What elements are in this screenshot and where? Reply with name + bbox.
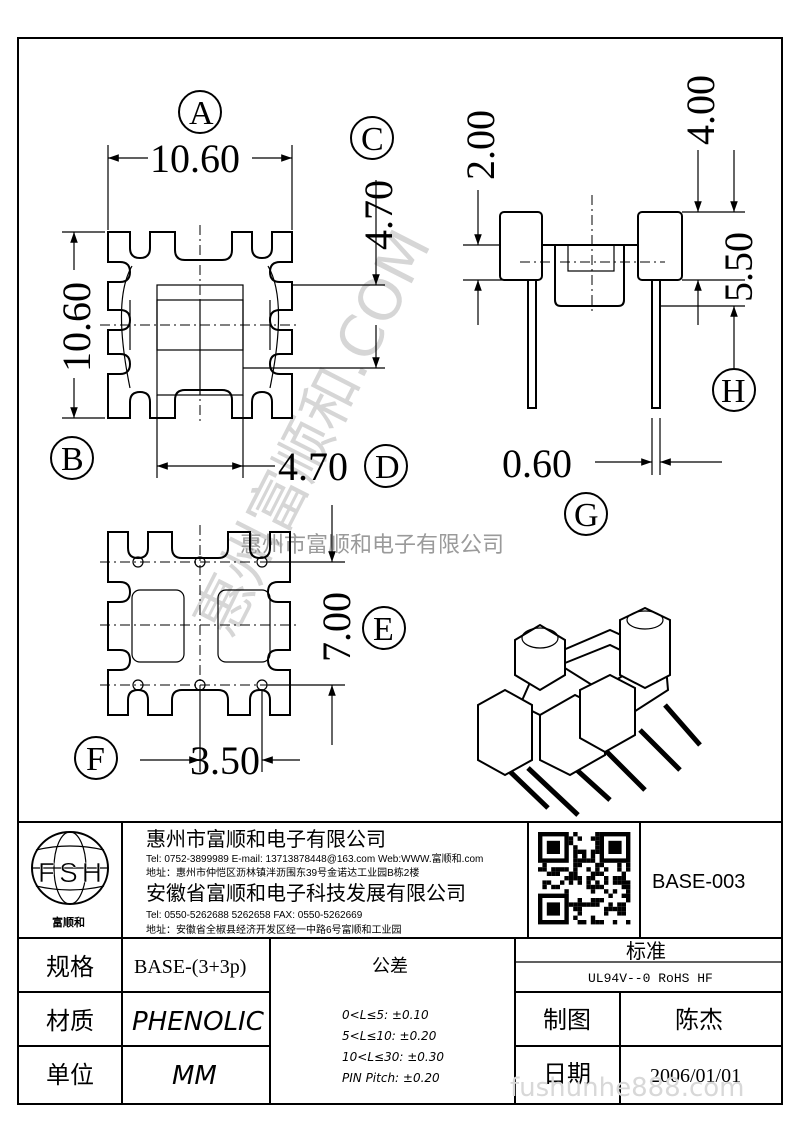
tolerance-2: 5<L≤10: ±0.20: [342, 1029, 437, 1043]
company2-address: 地址：安徽省全椒县经济开发区经一中路6号富顺和工业园: [146, 923, 402, 936]
dim-g: 0.60 G: [502, 418, 722, 536]
tolerance-label: 公差: [372, 956, 408, 977]
company2-contact: Tel: 0550-5262688 5262658 FAX: 0550-5262…: [146, 910, 363, 921]
drawn-value: 陈杰: [675, 1006, 723, 1034]
company2-name: 安徽省富顺和电子科技发展有限公司: [146, 881, 466, 905]
title-block: FSH 富顺和 惠州市富顺和电子有限公司 Tel: 0752-3899989 E…: [18, 821, 782, 1104]
bottom-view: [100, 525, 300, 725]
tolerance-1: 0<L≤5: ±0.10: [342, 1008, 429, 1022]
standard-value: UL94V--0 RoHS HF: [588, 971, 713, 986]
material-value: PHENOLIC: [132, 1007, 265, 1037]
logo-caption: 富顺和: [52, 915, 85, 929]
dim-h2-value: 4.00: [678, 75, 723, 145]
dim-e: 7.00 E: [268, 505, 406, 745]
side-view: [499, 195, 683, 409]
dim-b-value: 10.60: [54, 282, 99, 372]
standard-label: 标准: [626, 939, 666, 963]
dim-d-value: 4.70: [278, 444, 348, 489]
unit-label: 单位: [46, 1061, 94, 1089]
dim-a-value: 10.60: [150, 136, 240, 181]
dim-f: 3.50 F: [74, 690, 300, 783]
watermark-bottom: fushunhe888.com: [510, 1073, 745, 1103]
company1-address: 地址：惠州市仲恺区沥林镇泮沥围东39号金诺达工业园B栋2楼: [146, 866, 419, 879]
bottom-view-outline: [107, 531, 291, 716]
label-c: C: [361, 121, 384, 158]
company1-contact: Tel: 0752-3899989 E-mail: 13713878448@16…: [146, 852, 483, 865]
label-h: H: [721, 373, 746, 410]
date-label: 日期: [543, 1060, 591, 1088]
label-g: G: [574, 497, 599, 534]
tolerance-3: 10<L≤30: ±0.30: [342, 1050, 444, 1064]
company1-name: 惠州市富顺和电子有限公司: [146, 827, 386, 851]
dim-b: 10.60 B: [50, 231, 105, 480]
part-number: BASE-003: [652, 871, 745, 893]
drawing-border: [17, 37, 783, 1105]
dim-h1: 2.00: [458, 110, 528, 325]
dim-h3: 5.50 H: [660, 150, 761, 412]
label-a: A: [189, 95, 214, 132]
spec-value: BASE-(3+3p): [134, 956, 246, 978]
watermark-diagonal: 惠州富顺和.COM: [182, 219, 444, 646]
top-view-outline: [107, 231, 293, 419]
drawn-label: 制图: [543, 1006, 591, 1034]
unit-value: MM: [172, 1061, 217, 1091]
dim-d: 4.70 D: [156, 395, 408, 489]
dim-h3-value: 5.50: [716, 232, 761, 302]
qr-code: [538, 832, 631, 925]
watermark: 惠州富顺和.COM 惠州市富顺和电子有限公司: [182, 219, 504, 646]
company-logo: FSH 富顺和: [31, 831, 109, 929]
dim-a: 10.60 A: [107, 90, 293, 230]
logo-text: FSH: [38, 857, 106, 888]
label-b: B: [61, 441, 84, 478]
isometric-view: [477, 606, 702, 817]
label-e: E: [373, 611, 394, 648]
label-d: D: [375, 449, 400, 486]
date-value: 2006/01/01: [650, 1065, 741, 1087]
dim-h1-value: 2.00: [458, 110, 503, 180]
dim-g-value: 0.60: [502, 441, 572, 486]
dim-c-value: 4.70: [356, 180, 401, 250]
label-f: F: [86, 741, 105, 778]
spec-label: 规格: [46, 953, 94, 981]
dim-e-value: 7.00: [314, 592, 359, 662]
top-view: [100, 225, 300, 425]
dim-h2: 4.00: [678, 75, 745, 325]
material-label: 材质: [46, 1007, 94, 1035]
watermark-company: 惠州市富顺和电子有限公司: [240, 533, 504, 558]
tolerance-4: PIN Pitch: ±0.20: [342, 1071, 440, 1085]
dim-f-value: 3.50: [190, 738, 260, 783]
dim-c: 4.70 C: [243, 116, 401, 369]
